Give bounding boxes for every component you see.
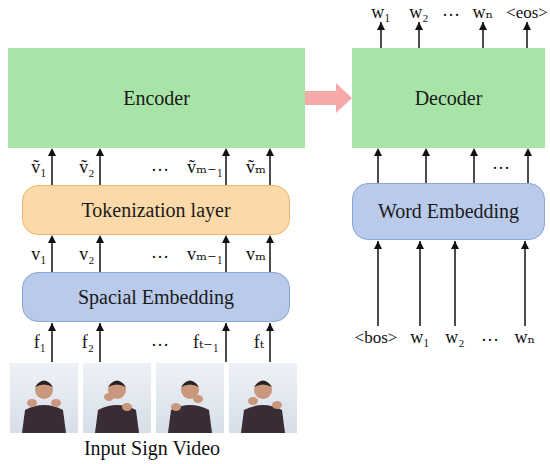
connector-arrow (269, 156, 271, 185)
feature-label: v₁ (31, 245, 46, 263)
connector-arrow (225, 156, 227, 185)
connector-arrow (51, 156, 53, 185)
embedding-layer: Spacial Embedding (22, 272, 290, 322)
frame-arrow (269, 323, 271, 362)
ellipsis: … (442, 1, 460, 19)
video-frame (156, 363, 224, 433)
connector-arrow (473, 156, 475, 183)
connector-arrow (425, 156, 427, 183)
feature-label: ṽ₁ (31, 158, 46, 176)
output-token: w₁ (371, 3, 390, 21)
feature-label: vₘ (246, 245, 266, 263)
frame-arrow (51, 323, 53, 362)
frame-feature: f₂ (82, 333, 94, 351)
frame-feature: fₜ₋₁ (193, 333, 219, 351)
flow-arrow (305, 91, 336, 105)
connector-arrow (99, 243, 101, 272)
output-arrow (418, 22, 420, 48)
tokenization-layer: Tokenization layer (22, 185, 290, 235)
output-token: <eos> (506, 4, 548, 21)
ellipsis: … (492, 154, 510, 172)
feature-label: v₂ (79, 245, 94, 263)
node-label: Encoder (123, 87, 190, 110)
input-arrow (377, 241, 379, 326)
feature-label: ṽₘ₋₁ (187, 158, 223, 176)
node-label: Spacial Embedding (78, 286, 234, 309)
ellipsis: … (151, 156, 169, 174)
input-token: w₂ (445, 328, 464, 346)
connector-arrow (225, 243, 227, 272)
input-token: wₙ (515, 328, 536, 346)
embedding-layer: Word Embedding (352, 183, 545, 240)
ellipsis: … (151, 243, 169, 261)
input-token: w₁ (410, 328, 429, 346)
frame-arrow (225, 323, 227, 362)
frame-arrow (99, 323, 101, 362)
feature-label: ṽ₂ (79, 158, 94, 176)
frame-feature: f₁ (34, 333, 46, 351)
connector-arrow (527, 156, 529, 183)
encoder-block: Encoder (8, 48, 305, 148)
frame-arrows (52, 323, 270, 362)
input-caption: Input Sign Video (84, 438, 220, 458)
node-label: Tokenization layer (81, 199, 230, 222)
feature-label: vₘ₋₁ (187, 245, 223, 263)
output-token: wₙ (473, 3, 494, 21)
input-arrows (378, 241, 525, 326)
input-arrow (454, 241, 456, 326)
connector-arrow (377, 156, 379, 183)
output-arrow (482, 22, 484, 48)
node-label: Decoder (415, 87, 483, 110)
decoder-block: Decoder (352, 48, 545, 148)
video-frame (10, 363, 78, 433)
output-arrow (526, 22, 528, 48)
output-arrow (380, 22, 382, 48)
connector-arrow (269, 243, 271, 272)
ellipsis: … (481, 326, 499, 344)
input-arrow (419, 241, 421, 326)
input-arrow (524, 241, 526, 326)
output-arrows (381, 22, 527, 48)
input-token: <bos> (355, 329, 398, 346)
connector-arrow (51, 243, 53, 272)
feature-label: ṽₘ (246, 158, 266, 176)
video-frame (83, 363, 151, 433)
frame-feature: fₜ (254, 333, 264, 351)
ellipsis: … (151, 331, 169, 349)
node-label: Word Embedding (378, 200, 519, 223)
output-token: w₂ (409, 3, 428, 21)
video-frame (229, 363, 297, 433)
connector-arrow (99, 156, 101, 185)
